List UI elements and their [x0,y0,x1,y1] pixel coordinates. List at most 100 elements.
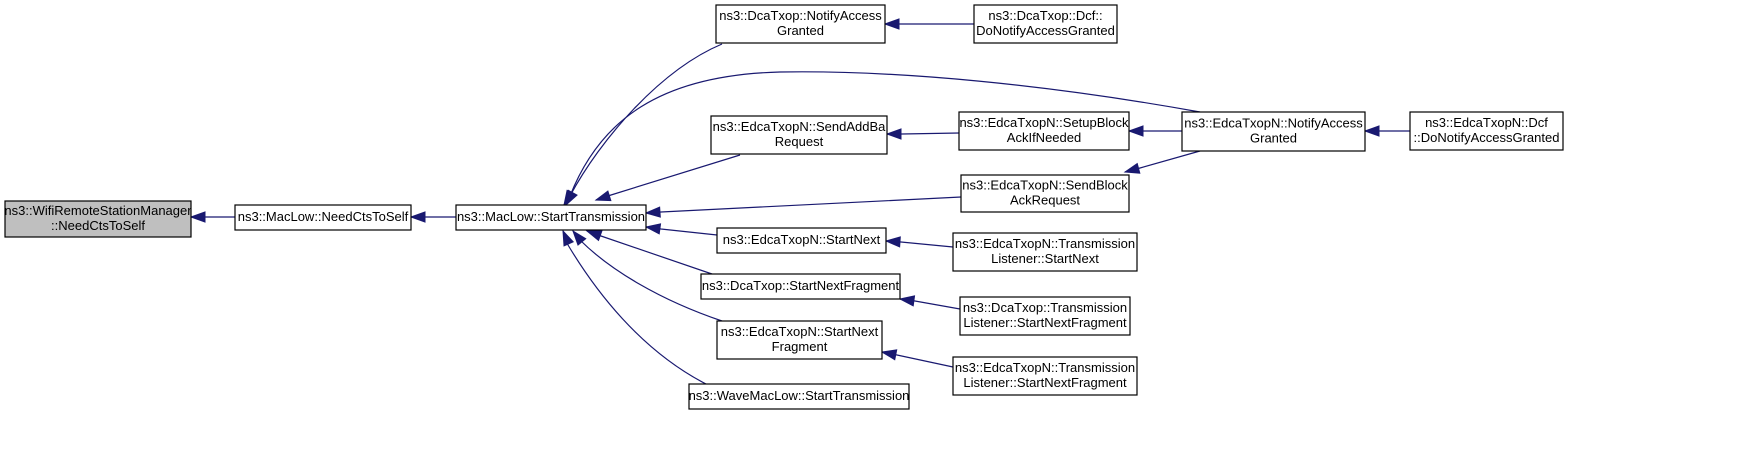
node-label-line: AckIfNeeded [1007,130,1081,145]
graph-node-n15[interactable]: ns3::EdcaTxopN::NotifyAccessGranted [1181,111,1366,152]
node-box [959,296,1131,336]
arrowhead [565,189,578,207]
node-label-line: ns3::EdcaTxopN::Transmission [955,360,1135,375]
node-label-line: ns3::WifiRemoteStationManager [4,203,192,218]
graph-node-n0[interactable]: ns3::WifiRemoteStationManager::NeedCtsTo… [4,200,192,238]
edge-n15-to-n10 [1127,125,1182,137]
arrowhead [898,295,916,307]
node-box [952,232,1138,272]
graph-node-n12[interactable]: ns3::EdcaTxopN::TransmissionListener::St… [952,232,1138,272]
node-box [716,227,887,254]
node-box [234,204,412,231]
arrowhead [409,211,426,223]
graph-node-n2[interactable]: ns3::MacLow::StartTransmission [455,204,647,231]
edge-n5-to-n2 [644,223,718,236]
edge-line [565,71,1201,206]
node-box [973,4,1118,44]
node-label-line: ::DoNotifyAccessGranted [1414,130,1560,145]
graph-node-n16[interactable]: ns3::EdcaTxopN::Dcf::DoNotifyAccessGrant… [1409,111,1564,151]
arrowhead [1363,125,1380,137]
node-box [710,115,888,155]
graph-node-n8[interactable]: ns3::WaveMacLow::StartTransmission [688,383,910,410]
edge-n15-to-n2 [565,71,1201,207]
node-box [455,204,647,231]
node-label-line: Granted [777,23,824,38]
edge-n7-to-n2 [572,229,723,322]
root-node-box [4,200,192,238]
edge-n4-to-n2 [594,154,741,202]
arrowhead [880,349,898,361]
node-label-line: ns3::EdcaTxopN::NotifyAccess [1184,116,1363,131]
arrowhead [1127,125,1144,137]
graph-node-n13[interactable]: ns3::DcaTxop::TransmissionListener::Star… [959,296,1131,336]
edge-n12-to-n5 [884,236,954,248]
graph-node-n3[interactable]: ns3::DcaTxop::NotifyAccessGranted [715,4,886,44]
edge-line [586,230,713,275]
graph-node-n14[interactable]: ns3::EdcaTxopN::TransmissionListener::St… [952,356,1138,396]
node-label-line: ns3::EdcaTxopN::SendBlock [962,178,1128,193]
node-label-line: Listener::StartNextFragment [963,375,1127,390]
edges-layer [189,18,1410,385]
edge-n9-to-n3 [883,18,974,30]
node-box [958,111,1130,151]
node-label-line: ns3::MacLow::NeedCtsToSelf [238,209,409,224]
arrowhead [562,229,575,247]
node-label-line: ns3::DcaTxop::StartNextFragment [702,278,900,293]
edge-n14-to-n7 [880,349,954,368]
arrowhead [572,229,587,246]
graph-node-n7[interactable]: ns3::EdcaTxopN::StartNextFragment [716,320,883,360]
edge-n10-to-n4 [885,128,960,140]
arrowhead [189,211,206,223]
edge-line [595,154,741,201]
arrowhead [884,236,901,248]
edge-n8-to-n2 [562,229,707,385]
node-label-line: ns3::EdcaTxopN::SetupBlock [959,115,1129,130]
arrowhead [885,128,902,140]
graph-node-n1[interactable]: ns3::MacLow::NeedCtsToSelf [234,204,412,231]
edge-n1-to-n0 [189,211,235,223]
node-label-line: DoNotifyAccessGranted [976,23,1115,38]
node-label-line: ns3::EdcaTxopN::Transmission [955,236,1135,251]
graph-node-n5[interactable]: ns3::EdcaTxopN::StartNext [716,227,887,254]
node-label-line: ns3::DcaTxop::Transmission [963,300,1127,315]
edge-n16-to-n15 [1363,125,1410,137]
node-box [715,4,886,44]
arrowhead [644,206,661,218]
graph-node-n9[interactable]: ns3::DcaTxop::Dcf::DoNotifyAccessGranted [973,4,1118,44]
node-label-line: ns3::DcaTxop::NotifyAccess [719,8,882,23]
node-label-line: ns3::EdcaTxopN::StartNext [723,232,881,247]
edge-n3-to-n2 [563,43,723,207]
edge-n6-to-n2 [585,230,713,275]
graph-node-n6[interactable]: ns3::DcaTxop::StartNextFragment [700,273,901,300]
node-label-line: ns3::EdcaTxopN::SendAddBa [713,119,886,134]
edge-line [645,196,962,214]
node-box [716,320,883,360]
node-label-line: Request [775,134,824,149]
node-label-line: ns3::EdcaTxopN::Dcf [1425,115,1548,130]
node-box [688,383,910,410]
edge-line [563,43,723,206]
node-box [960,174,1130,213]
arrowhead [644,223,662,235]
node-label-line: Listener::StartNextFragment [963,315,1127,330]
arrowhead [1123,162,1141,174]
node-label-line: Listener::StartNext [991,251,1099,266]
node-box [1181,111,1366,152]
arrowhead [594,190,612,202]
edge-line [572,230,723,322]
node-box [952,356,1138,396]
edge-n2-to-n1 [409,211,456,223]
arrowhead [585,230,603,242]
node-label-line: AckRequest [1010,193,1080,208]
edge-n13-to-n6 [898,295,961,310]
node-label-line: ns3::MacLow::StartTransmission [457,209,645,224]
node-box [1409,111,1564,151]
edge-n15-to-n11 [1123,150,1201,174]
node-label-line: ns3::WaveMacLow::StartTransmission [689,388,910,403]
edge-line [562,230,707,385]
node-label-line: ns3::EdcaTxopN::StartNext [721,324,879,339]
